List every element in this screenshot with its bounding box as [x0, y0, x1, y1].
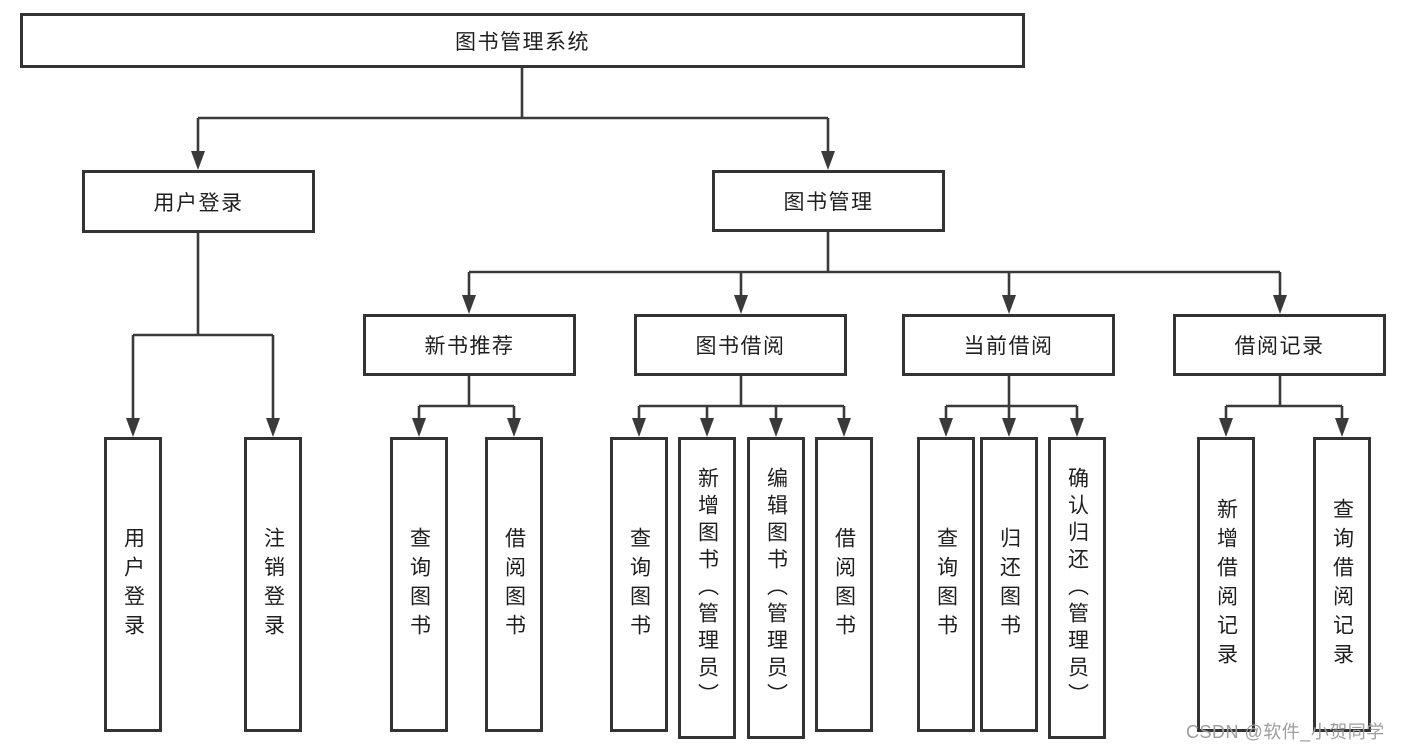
leaf-record-add-record-label: 新增借阅记录	[1214, 497, 1238, 672]
leaf-rec-borrow-books: 借阅图书	[485, 437, 543, 732]
arrow-down-icon	[1070, 418, 1084, 437]
node-new-book-rec-label: 新书推荐	[424, 335, 515, 358]
watermark: CSDN @软件_小贺同学	[1186, 722, 1385, 742]
arrow-down-icon	[769, 418, 783, 437]
node-book-mgmt: 图书管理	[712, 170, 945, 232]
leaf-current-confirm-return-admin: 确认归还（管理员）	[1048, 437, 1106, 739]
leaf-rec-borrow-books-label: 借阅图书	[502, 526, 526, 643]
arrow-down-icon	[700, 418, 714, 437]
leaf-borrow-query-books: 查询图书	[610, 437, 668, 732]
node-book-mgmt-label: 图书管理	[783, 191, 874, 214]
connector-rec	[412, 376, 521, 437]
leaf-user-login-label: 用户登录	[121, 526, 145, 643]
leaf-current-query-books: 查询图书	[917, 437, 975, 732]
leaf-logout-label: 注销登录	[261, 526, 285, 643]
arrow-down-icon	[821, 151, 835, 170]
node-new-book-rec: 新书推荐	[363, 314, 576, 376]
node-current-borrow: 当前借阅	[902, 314, 1115, 376]
leaf-logout: 注销登录	[244, 437, 302, 732]
leaf-record-query-record: 查询借阅记录	[1313, 437, 1371, 732]
connector-root	[191, 68, 835, 170]
connector-borrow	[632, 376, 851, 437]
arrow-down-icon	[734, 295, 748, 314]
node-user-login-group: 用户登录	[82, 170, 315, 233]
leaf-borrow-edit-books-admin: 编辑图书（管理员）	[747, 437, 805, 739]
arrow-down-icon	[632, 418, 646, 437]
node-book-borrow: 图书借阅	[634, 314, 847, 376]
leaf-rec-query-books-label: 查询图书	[407, 526, 431, 643]
connector-login	[126, 233, 280, 437]
connector-record	[1219, 376, 1349, 437]
leaf-current-query-books-label: 查询图书	[934, 526, 958, 643]
arrow-down-icon	[462, 295, 476, 314]
leaf-borrow-query-books-label: 查询图书	[627, 526, 651, 643]
node-root: 图书管理系统	[20, 13, 1025, 68]
arrow-down-icon	[1335, 418, 1349, 437]
arrow-down-icon	[1273, 295, 1287, 314]
arrow-down-icon	[1219, 418, 1233, 437]
connector-mgmt	[462, 232, 1287, 314]
leaf-borrow-borrow-books: 借阅图书	[815, 437, 873, 732]
node-user-login-group-label: 用户登录	[153, 191, 244, 215]
arrow-down-icon	[126, 418, 140, 437]
arrow-down-icon	[1002, 418, 1016, 437]
leaf-record-query-record-label: 查询借阅记录	[1330, 497, 1354, 672]
leaf-current-confirm-return-admin-label: 确认归还（管理员）	[1065, 466, 1089, 710]
leaf-borrow-add-books-admin-label: 新增图书（管理员）	[695, 466, 719, 710]
node-borrow-record-label: 借阅记录	[1234, 335, 1325, 358]
leaf-borrow-borrow-books-label: 借阅图书	[832, 526, 856, 643]
arrow-down-icon	[1002, 295, 1016, 314]
leaf-current-return-books-label: 归还图书	[997, 526, 1021, 643]
arrow-down-icon	[939, 418, 953, 437]
arrow-down-icon	[191, 151, 205, 170]
node-book-borrow-label: 图书借阅	[695, 335, 786, 358]
leaf-borrow-add-books-admin: 新增图书（管理员）	[678, 437, 736, 739]
node-current-borrow-label: 当前借阅	[963, 335, 1054, 358]
arrow-down-icon	[412, 418, 426, 437]
node-root-label: 图书管理系统	[455, 30, 590, 54]
arrow-down-icon	[266, 418, 280, 437]
leaf-rec-query-books: 查询图书	[390, 437, 448, 732]
connector-current	[939, 376, 1084, 437]
leaf-borrow-edit-books-admin-label: 编辑图书（管理员）	[764, 466, 788, 710]
leaf-user-login: 用户登录	[104, 437, 162, 732]
arrow-down-icon	[507, 418, 521, 437]
node-borrow-record: 借阅记录	[1173, 314, 1386, 376]
arrow-down-icon	[837, 418, 851, 437]
leaf-current-return-books: 归还图书	[980, 437, 1038, 732]
leaf-record-add-record: 新增借阅记录	[1197, 437, 1255, 732]
